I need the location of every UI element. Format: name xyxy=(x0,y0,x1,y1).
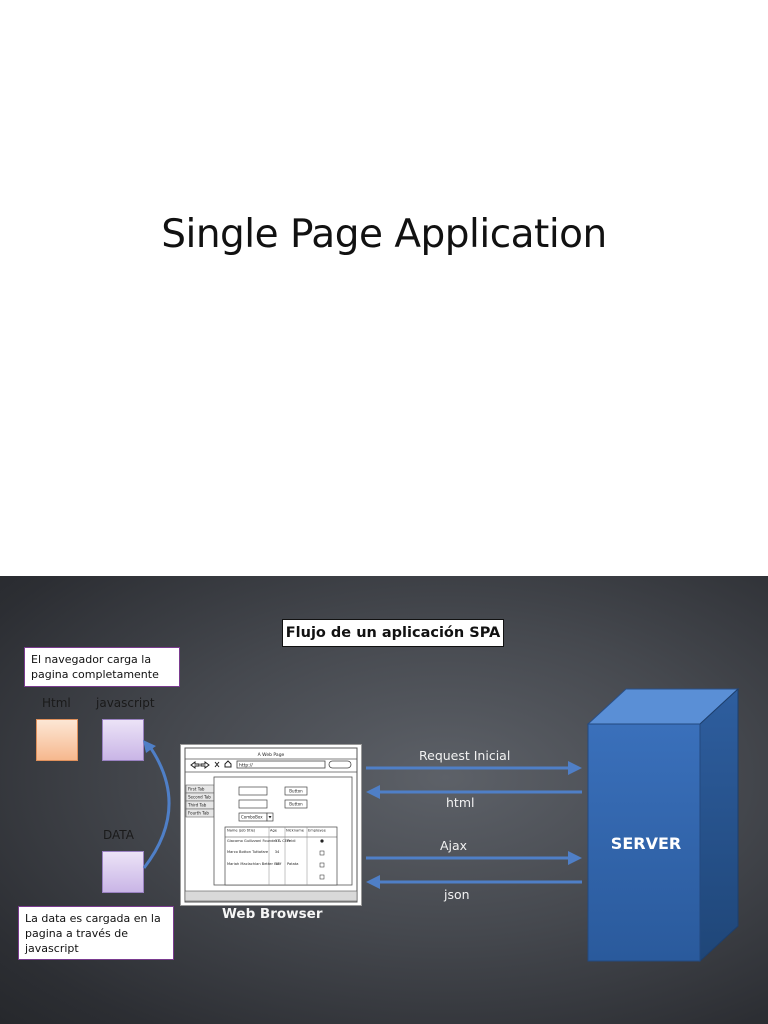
svg-text:Peldi: Peldi xyxy=(287,839,296,843)
request-arrows xyxy=(366,761,582,889)
svg-text:Patata: Patata xyxy=(287,862,298,866)
note-data-load: La data es cargada en la pagina a través… xyxy=(18,906,174,960)
slide-title: Single Page Application xyxy=(161,212,607,257)
svg-text:Marco Botton Tuttofare: Marco Botton Tuttofare xyxy=(227,850,269,854)
svg-text:Employee: Employee xyxy=(308,829,327,833)
svg-text:Third Tab: Third Tab xyxy=(187,803,207,808)
data-block xyxy=(102,851,144,893)
svg-text:Fourth Tab: Fourth Tab xyxy=(188,811,209,816)
svg-text:Age: Age xyxy=(270,829,278,833)
json-label: json xyxy=(444,887,470,902)
server-side-face xyxy=(699,687,739,963)
web-browser-label: Web Browser xyxy=(222,906,323,922)
mockup-table: Name (job title) Age Nickname Employee G… xyxy=(224,826,338,886)
server-box xyxy=(586,687,740,963)
spa-flow-slide: Flujo de un aplicación SPA El navegador … xyxy=(0,576,768,1024)
ajax-arrowhead xyxy=(568,851,582,865)
html-response-label: html xyxy=(446,795,475,810)
svg-text:37: 37 xyxy=(275,862,280,866)
request-inicial-arrowhead xyxy=(568,761,582,775)
javascript-block xyxy=(102,719,144,761)
svg-text:Giacomo Guilizzoni Founder & C: Giacomo Guilizzoni Founder & CEO xyxy=(227,839,290,843)
request-inicial-label: Request Inicial xyxy=(419,748,511,763)
mockup-tabs: First Tab Second Tab Third Tab Fourth Ta… xyxy=(185,784,215,818)
mockup-nav-icons xyxy=(190,760,232,769)
svg-text:Name (job title): Name (job title) xyxy=(227,829,256,833)
json-arrowhead xyxy=(366,875,380,889)
svg-text:First Tab: First Tab xyxy=(188,787,205,792)
svg-text:Second Tab: Second Tab xyxy=(188,795,211,800)
svg-text:Nickname: Nickname xyxy=(286,829,305,833)
svg-text:37: 37 xyxy=(275,839,280,843)
ajax-label: Ajax xyxy=(440,838,468,853)
title-slide: Single Page Application xyxy=(161,212,608,257)
svg-text:Button: Button xyxy=(289,789,303,794)
server-label: SERVER xyxy=(610,834,682,853)
svg-text:ComboBox: ComboBox xyxy=(241,815,263,820)
browser-wireframe: A Web Page http:// First Tab Second Tab … xyxy=(184,747,358,903)
mockup-window-title: A Web Page xyxy=(258,752,285,758)
html-block xyxy=(36,719,78,761)
html-arrowhead xyxy=(366,785,380,799)
svg-text:Mariah Maclachlan Better Half: Mariah Maclachlan Better Half xyxy=(227,862,282,866)
svg-text:Button: Button xyxy=(289,802,303,807)
svg-text:34: 34 xyxy=(275,850,280,854)
web-browser-mockup: A Web Page http:// First Tab Second Tab … xyxy=(180,744,362,906)
note-page-load: El navegador carga la pagina completamen… xyxy=(24,647,180,687)
html-label: Html xyxy=(42,696,71,710)
flow-title: Flujo de un aplicación SPA xyxy=(282,619,504,647)
data-to-js-arrow xyxy=(142,740,171,869)
data-label: DATA xyxy=(103,828,134,842)
mockup-url: http:// xyxy=(239,763,253,769)
javascript-label: javascript xyxy=(96,696,155,710)
server-front-face xyxy=(587,723,701,962)
